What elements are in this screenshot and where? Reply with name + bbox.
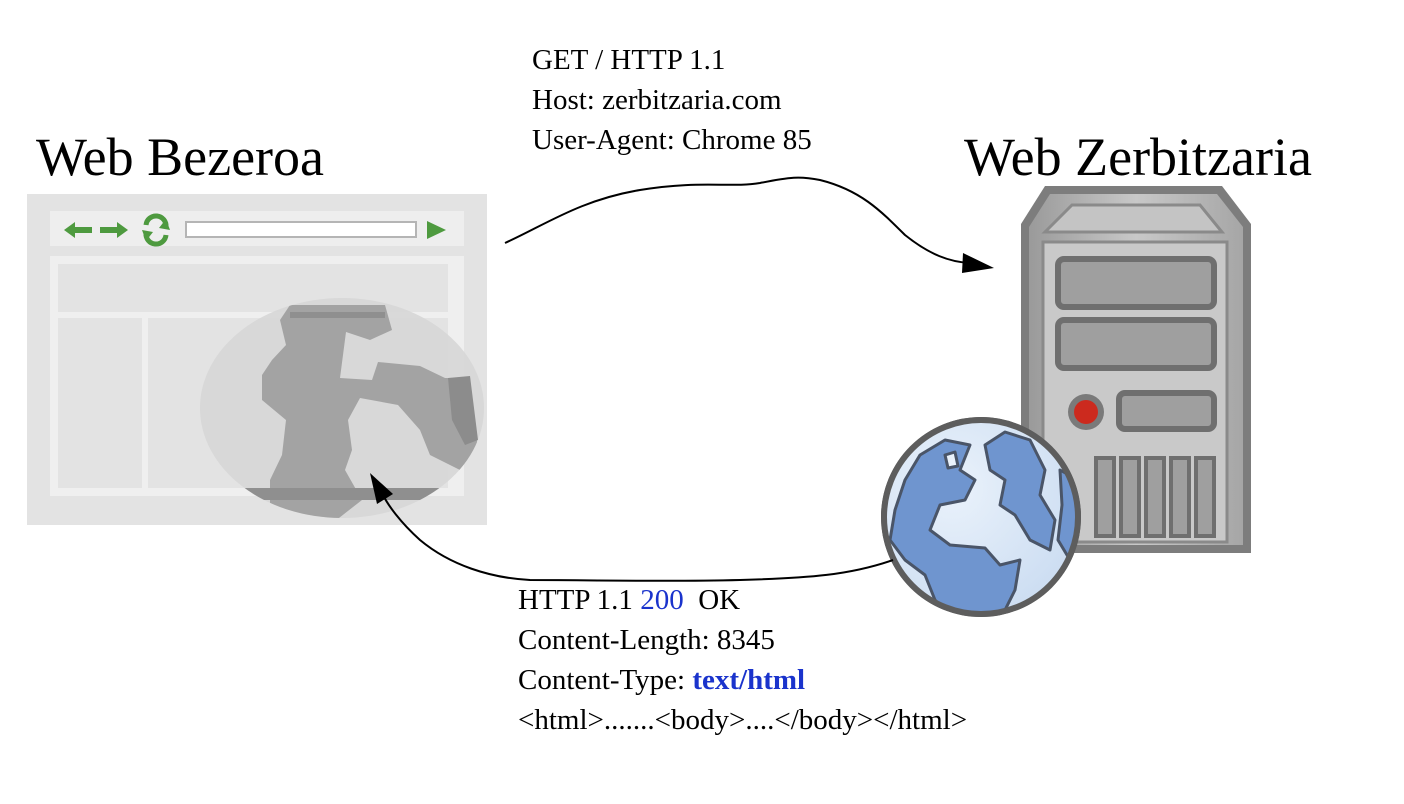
back-arrow-icon bbox=[64, 222, 92, 238]
forward-arrow-icon bbox=[100, 222, 128, 238]
vent-grille bbox=[1094, 456, 1216, 538]
drive-bay-1 bbox=[1055, 256, 1217, 310]
response-message: HTTP 1.1 200 OK Content-Length: 8345 Con… bbox=[518, 580, 967, 740]
content-type-label: Content-Type: bbox=[518, 664, 693, 696]
request-user-agent-header: User-Agent: Chrome 85 bbox=[532, 124, 812, 156]
content-length-header: Content-Length: 8345 bbox=[518, 624, 775, 656]
request-message: GET / HTTP 1.1 Host: zerbitzaria.com Use… bbox=[532, 40, 812, 160]
content-type-header: Content-Type: text/html bbox=[518, 660, 967, 700]
client-title: Web Bezeroa bbox=[36, 127, 324, 187]
response-arrowhead bbox=[370, 473, 393, 504]
reload-icon bbox=[142, 213, 170, 247]
status-code: 200 bbox=[640, 584, 684, 616]
status-text: OK bbox=[683, 584, 741, 616]
status-slot bbox=[1116, 390, 1217, 432]
address-bar bbox=[185, 221, 417, 238]
response-body: <html>.......<body>....</body></html> bbox=[518, 704, 968, 736]
drive-bay-2 bbox=[1055, 317, 1217, 371]
content-type-value: text/html bbox=[692, 664, 806, 696]
server-tower-icon bbox=[1021, 186, 1251, 553]
browser-window-icon bbox=[27, 194, 487, 525]
request-arrow bbox=[504, 176, 994, 273]
response-status-line: HTTP 1.1 200 OK bbox=[518, 580, 967, 620]
go-arrow-icon bbox=[427, 221, 446, 239]
request-arrowhead bbox=[962, 253, 994, 273]
server-title: Web Zerbitzaria bbox=[964, 127, 1312, 187]
faded-globe-icon bbox=[200, 298, 484, 518]
globe-icon bbox=[881, 417, 1081, 617]
response-arrow bbox=[370, 473, 894, 582]
status-prefix: HTTP 1.1 bbox=[518, 584, 641, 616]
request-host-header: Host: zerbitzaria.com bbox=[532, 84, 782, 116]
request-line: GET / HTTP 1.1 bbox=[532, 44, 726, 76]
